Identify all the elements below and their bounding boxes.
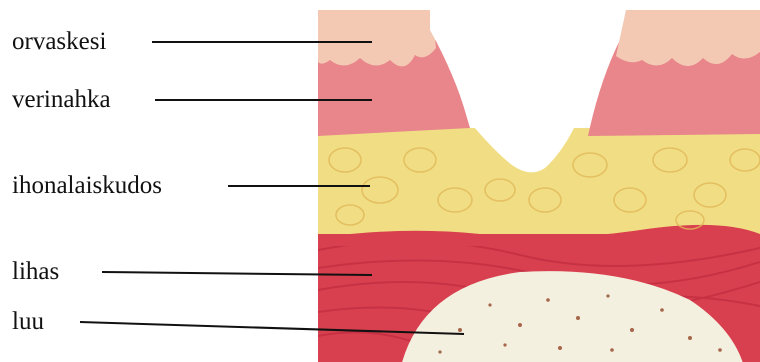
label-epidermis: orvaskesi (12, 28, 106, 56)
label-subcutis: ihonalaiskudos (12, 172, 162, 200)
label-dermis: verinahka (12, 86, 111, 114)
label-bone: luu (12, 308, 44, 336)
label-muscle: lihas (12, 258, 59, 286)
subcutis-layer (300, 128, 760, 234)
